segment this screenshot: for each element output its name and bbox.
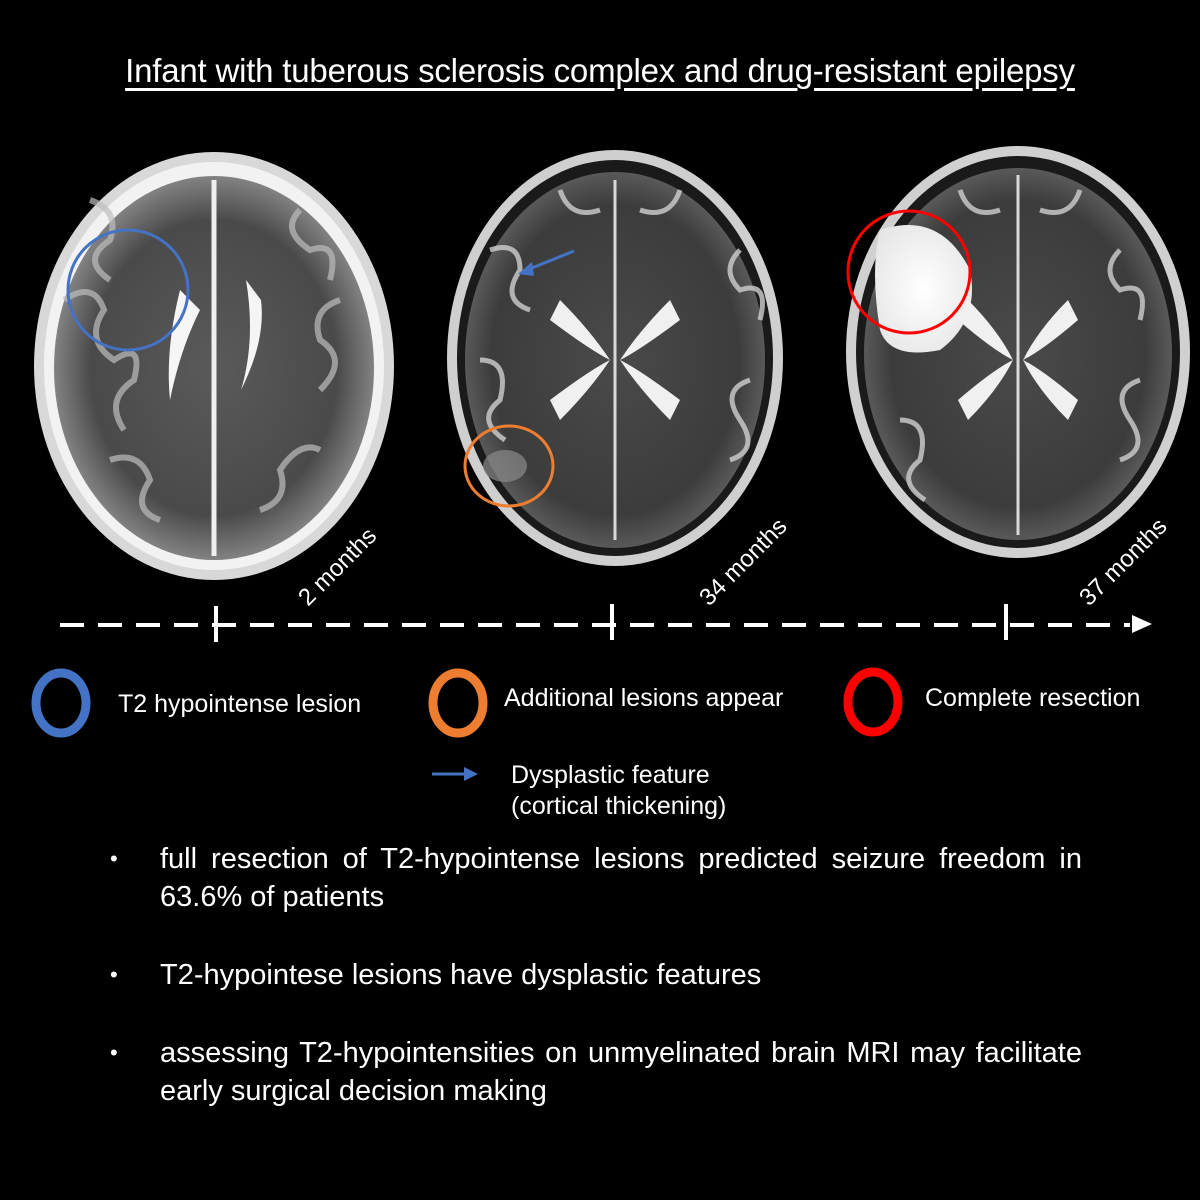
list-item: • assessing T2-hypointensities on unmyel… — [110, 1034, 1082, 1110]
complete-resection-marker — [846, 209, 972, 335]
timeline-arrowhead — [1132, 615, 1152, 633]
key-findings-list: • full resection of T2-hypointense lesio… — [110, 840, 1082, 1150]
bullet-dot: • — [110, 962, 118, 987]
list-item: • T2-hypointese lesions have dysplastic … — [110, 956, 1082, 994]
mri-scan-34-months — [447, 150, 783, 566]
bullet-dot: • — [110, 846, 118, 871]
legend-label-t2-hypointense: T2 hypointense lesion — [118, 690, 362, 718]
legend-markers — [31, 667, 903, 781]
additional-lesion-marker — [463, 424, 555, 508]
mri-scan-37-months — [846, 146, 1190, 558]
legend-red-ring-icon — [843, 667, 903, 737]
figure-title: Infant with tuberous sclerosis complex a… — [125, 52, 1075, 89]
mri-scan-2-months — [34, 152, 394, 580]
bullet-dot: • — [110, 1040, 118, 1065]
legend-label-additional-lesions: Additional lesions appear — [504, 684, 784, 712]
timeline — [60, 604, 1152, 642]
legend-blue-ring-icon — [31, 668, 91, 738]
legend-label-complete-resection: Complete resection — [925, 684, 1141, 712]
bullet-text: full resection of T2-hypointense lesions… — [160, 843, 1082, 913]
t2-hypointense-lesion-marker — [66, 228, 190, 352]
legend-dysplastic-sublabel: (cortical thickening) — [511, 792, 727, 820]
bullet-text: T2-hypointese lesions have dysplastic fe… — [160, 959, 762, 991]
legend-dysplastic-title: Dysplastic feature — [511, 761, 710, 789]
bullet-text: assessing T2-hypointensities on unmyelin… — [160, 1037, 1082, 1107]
legend-orange-ring-icon — [428, 668, 488, 738]
list-item: • full resection of T2-hypointense lesio… — [110, 840, 1082, 916]
legend-label-dysplastic-feature: Dysplastic feature (cortical thickening) — [511, 760, 726, 822]
